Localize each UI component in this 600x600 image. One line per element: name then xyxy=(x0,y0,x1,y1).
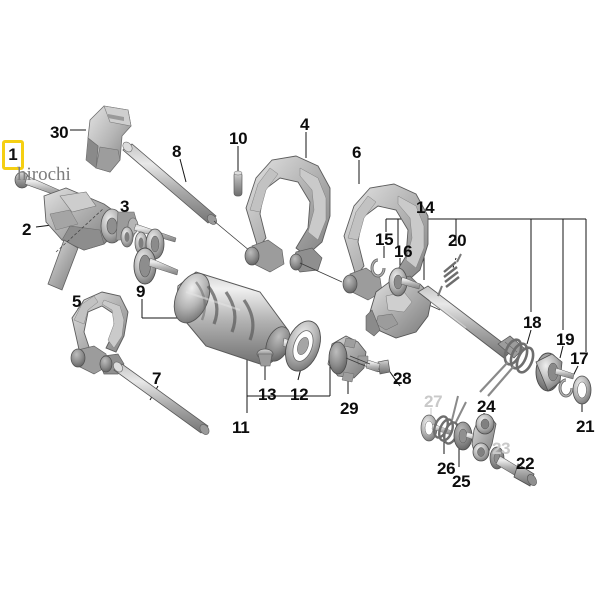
part-10-dowel-pin xyxy=(233,170,243,197)
callout-label-30[interactable]: 30 xyxy=(50,123,69,142)
part-22-bolt xyxy=(495,455,537,487)
callout-label-24[interactable]: 24 xyxy=(477,397,496,416)
part-19-bushing xyxy=(535,352,575,392)
callout-label-6[interactable]: 6 xyxy=(352,143,362,162)
callout-label-16[interactable]: 16 xyxy=(394,242,413,261)
callout-label-12[interactable]: 12 xyxy=(290,385,309,404)
part-8-shift-fork-shaft xyxy=(122,141,251,252)
callout-label-10[interactable]: 10 xyxy=(229,129,248,148)
callout-label-26[interactable]: 26 xyxy=(437,459,456,478)
index-badge-number: 1 xyxy=(8,145,18,164)
part-15-circlip xyxy=(370,258,386,278)
part-28-bolt xyxy=(349,355,391,375)
part-11-shift-drum xyxy=(173,271,313,367)
callout-label-7[interactable]: 7 xyxy=(152,369,162,388)
callout-label-27[interactable]: 27 xyxy=(424,392,443,411)
callout-label-21[interactable]: 21 xyxy=(576,417,595,436)
part-18-return-spring xyxy=(479,338,535,397)
part-12-ball-bearing xyxy=(285,320,321,372)
part-20-detent-spring xyxy=(437,253,462,297)
callout-label-9[interactable]: 9 xyxy=(136,282,146,301)
callout-label-18[interactable]: 18 xyxy=(523,313,542,332)
callout-label-14[interactable]: 14 xyxy=(416,198,435,217)
callout-label-3[interactable]: 3 xyxy=(120,197,130,216)
callout-label-23[interactable]: 23 xyxy=(492,439,511,458)
callout-label-2[interactable]: 2 xyxy=(22,220,32,239)
callout-label-25[interactable]: 25 xyxy=(452,472,471,491)
callout-label-28[interactable]: 28 xyxy=(393,369,412,388)
callout-label-8[interactable]: 8 xyxy=(172,142,182,161)
callout-label-22[interactable]: 22 xyxy=(516,454,535,473)
callout-label-11[interactable]: 11 xyxy=(232,418,250,437)
callout-label-20[interactable]: 20 xyxy=(448,231,467,250)
part-30-bracket xyxy=(85,105,132,173)
part-9-bearing xyxy=(133,247,179,285)
callout-label-4[interactable]: 4 xyxy=(300,115,310,134)
part-24-shift-detent-lever xyxy=(471,413,497,462)
callout-label-17[interactable]: 17 xyxy=(570,349,589,368)
callout-label-5[interactable]: 5 xyxy=(72,292,82,311)
part-16-bushing xyxy=(388,267,421,297)
callout-label-19[interactable]: 19 xyxy=(556,330,575,349)
part-7-shift-fork-shaft xyxy=(113,361,210,435)
part-17-circlip xyxy=(558,378,574,398)
part-5-shift-fork xyxy=(70,291,129,375)
part-21-washer xyxy=(572,375,592,405)
part-4-shift-fork xyxy=(244,155,343,283)
callout-label-15[interactable]: 15 xyxy=(375,230,394,249)
callout-label-29[interactable]: 29 xyxy=(340,399,359,418)
index-badge-1[interactable]: 1 xyxy=(2,140,24,170)
callout-label-13[interactable]: 13 xyxy=(258,385,277,404)
watermark-text: hirochi xyxy=(17,164,71,185)
part-14-shift-lever-assembly xyxy=(365,279,525,359)
part-13-locating-pin xyxy=(256,348,274,367)
part-29-star-wheel xyxy=(327,335,381,383)
